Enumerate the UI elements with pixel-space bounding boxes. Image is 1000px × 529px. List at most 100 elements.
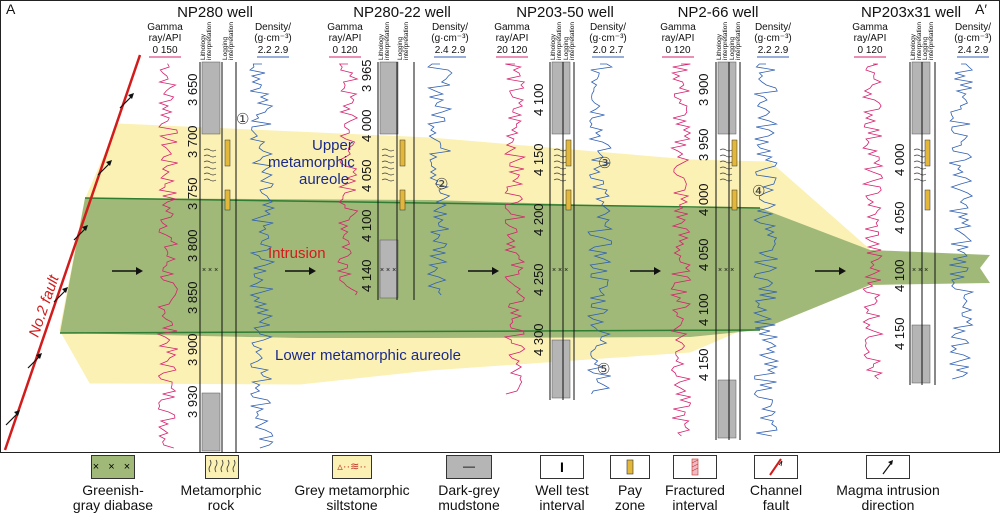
- metamorphic-pattern: [381, 148, 395, 152]
- magma-arrow-head: [36, 353, 42, 359]
- metamorphic-pattern: [719, 154, 733, 158]
- magma-arrow: [97, 162, 111, 176]
- density-curve: [586, 63, 613, 395]
- well-name: NP2-66 well: [678, 4, 759, 21]
- logging-header: interpretation: [403, 22, 410, 60]
- lithology-header: Lithology: [910, 33, 917, 60]
- legend-label-fractured: Fractured interval: [665, 482, 725, 513]
- depth-label: 4 100: [892, 259, 907, 292]
- pay-zone: [399, 189, 406, 211]
- metamorphic-pattern: [719, 148, 733, 152]
- logging-header: Logging: [922, 36, 929, 60]
- magma-arrow: [119, 95, 133, 109]
- metamorphic-pattern: [381, 172, 395, 176]
- mudstone-interval: [911, 324, 931, 384]
- mudstone-interval: [379, 239, 399, 299]
- magma-arrow: [53, 289, 67, 303]
- density-curve: [948, 63, 975, 380]
- siltstone-swatch: ▵··≋··: [332, 455, 372, 479]
- metamorphic-pattern: [203, 178, 217, 182]
- legend-item-channel-fault: Channel fault: [736, 453, 816, 529]
- legend-item-fractured: Fractured interval: [654, 453, 736, 529]
- diabase-pattern: × × ×: [718, 267, 734, 274]
- pay-zone: [924, 189, 931, 211]
- depth-label: 4 100: [531, 83, 546, 116]
- marker-3: ③: [598, 155, 611, 172]
- depth-label: 4 000: [359, 109, 374, 142]
- depth-label: 3 965: [359, 59, 374, 92]
- marker-4: ④: [752, 183, 765, 200]
- legend-item-pay-zone: Pay zone: [604, 453, 656, 529]
- magma-arrow: [73, 227, 87, 241]
- upper-aureole-label-2: metamorphic: [268, 154, 355, 171]
- gamma-scale: 0 150: [152, 45, 177, 56]
- mudstone-interval: [551, 61, 571, 135]
- depth-label: 3 950: [696, 128, 711, 161]
- fault-label: No.2 fault: [26, 272, 63, 339]
- mudstone-swatch: —: [446, 455, 492, 479]
- metamorphic-pattern: [553, 148, 567, 152]
- legend-label-siltstone: Grey metamorphic siltstone: [294, 482, 410, 513]
- gamma-header: Gamma: [147, 22, 183, 33]
- well-test-icon: I: [540, 455, 584, 479]
- gamma-scale: 20 120: [497, 45, 528, 56]
- diabase-pattern: × × ×: [380, 267, 396, 274]
- marker-2: ②: [435, 176, 448, 193]
- metamorphic-pattern: [719, 166, 733, 170]
- metamorphic-pattern: [553, 166, 567, 170]
- lower-aureole-label: Lower metamorphic aureole: [275, 347, 461, 364]
- lithology-header: Lithology: [378, 33, 385, 60]
- lithology-header: interpretation: [916, 22, 923, 60]
- magma-arrow-head: [82, 225, 88, 231]
- depth-label: 4 150: [696, 348, 711, 381]
- pay-zone: [731, 139, 738, 167]
- pay-zone: [399, 139, 406, 167]
- gamma-header: Gamma: [852, 22, 888, 33]
- logging-header: interpretation: [735, 22, 742, 60]
- gamma-header: Gamma: [660, 22, 696, 33]
- metamorphic-pattern: [719, 178, 733, 182]
- metamorphic-pattern: [381, 166, 395, 170]
- logging-header: Logging: [222, 36, 229, 60]
- depth-label: 4 200: [531, 203, 546, 236]
- depth-label: 3 650: [185, 73, 200, 106]
- section-start-label: A: [6, 1, 16, 17]
- magma-arrow-head: [106, 160, 112, 166]
- diabase-pattern: × × ×: [552, 267, 568, 274]
- arrow-icon: [866, 455, 910, 479]
- density-header: Density/: [955, 22, 991, 33]
- pay-zone: [924, 139, 931, 167]
- metamorphic-pattern: [381, 178, 395, 182]
- legend-label-well-test: Well test interval: [535, 482, 589, 513]
- depth-label: 4 150: [892, 317, 907, 350]
- metamorphic-pattern: [203, 154, 217, 158]
- diabase-pattern: × × ×: [912, 267, 928, 274]
- depth-label: 4 000: [892, 143, 907, 176]
- depth-label: 3 900: [696, 73, 711, 106]
- density-header: (g·cm⁻³): [954, 33, 992, 44]
- depth-label: 4 250: [531, 263, 546, 296]
- lithology-header: Lithology: [716, 33, 723, 60]
- flow-arrow-head: [309, 267, 316, 275]
- fault-movement-arrows: [5, 93, 134, 426]
- metamorphic-pattern: [203, 166, 217, 170]
- legend-item-mudstone: — Dark-grey mudstone: [424, 453, 514, 529]
- metamorphic-pattern: [553, 172, 567, 176]
- mudstone-interval: [201, 392, 221, 452]
- gamma-scale: 0 120: [332, 45, 357, 56]
- lithology-header: Lithology: [200, 33, 207, 60]
- fractured-swatch: [673, 455, 717, 479]
- well-name: NP203-50 well: [516, 4, 614, 21]
- gamma-header: Gamma: [327, 22, 363, 33]
- pay-zone: [565, 189, 572, 211]
- density-header: Density/: [590, 22, 626, 33]
- gamma-header: Gamma: [494, 22, 530, 33]
- magma-arrow-head: [62, 287, 68, 293]
- upper-aureole-label-1: Upper: [312, 137, 353, 154]
- metamorphic-swatch: [205, 455, 239, 479]
- density-curve: [426, 63, 453, 296]
